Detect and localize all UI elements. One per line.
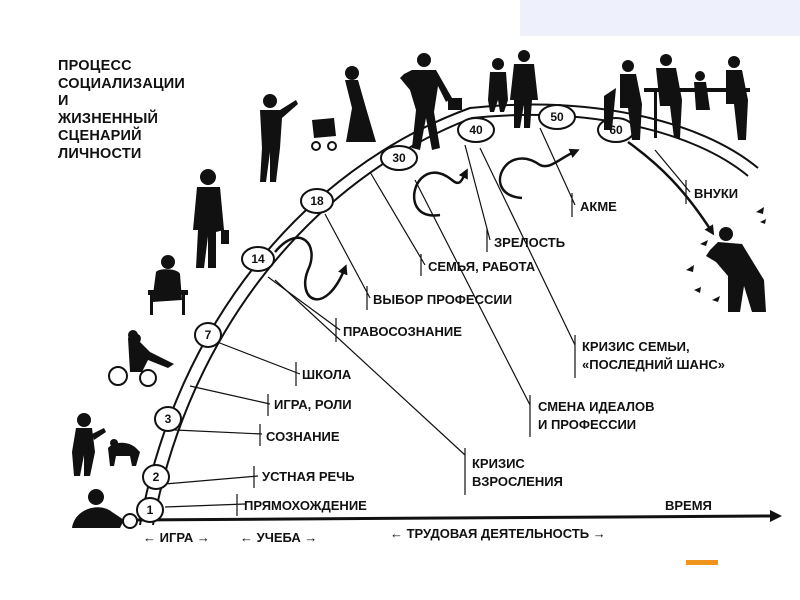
age-label: 18 [310, 194, 324, 208]
title-line: ПРОЦЕСС [58, 58, 132, 74]
age-marker: 14 [241, 246, 275, 272]
crisis-labels: КРИЗИС ВЗРОСЛЕНИЯ СМЕНА ИДЕАЛОВ И ПРОФЕС… [472, 339, 725, 489]
age-label: 2 [153, 470, 160, 484]
crisis-label: КРИЗИС СЕМЬИ, [582, 339, 690, 354]
accent-dash [686, 560, 718, 565]
loop-arrow [412, 168, 468, 217]
age-label: 7 [205, 328, 212, 342]
crisis-label: «ПОСЛЕДНИЙ ШАНС» [582, 357, 725, 372]
loop-arrow [498, 148, 580, 200]
title-line: СЦЕНАРИЙ [58, 128, 142, 144]
stage-label: СЕМЬЯ, РАБОТА [428, 259, 536, 274]
mother-with-stroller-silhouette [311, 66, 376, 151]
age-label: 40 [469, 123, 483, 137]
stage-label: АКМЕ [580, 199, 617, 214]
age-marker: 40 [457, 117, 495, 143]
stage-label: СОЗНАНИЕ [266, 429, 340, 444]
stage-label: ПРАВОСОЗНАНИЕ [343, 324, 462, 339]
age-markers: 1 2 3 7 14 18 30 40 50 60 [136, 104, 635, 523]
age-marker: 3 [154, 406, 182, 432]
crisis-label: СМЕНА ИДЕАЛОВ [538, 399, 655, 414]
couple-silhouette [488, 50, 538, 128]
crisis-loops [274, 140, 715, 301]
leader-lines [164, 127, 691, 516]
teenager-silhouette [193, 169, 229, 268]
businessman-running-silhouette [400, 53, 462, 150]
age-label: 14 [251, 252, 265, 266]
stage-label: ШКОЛА [302, 367, 352, 382]
loop-arrow [627, 140, 715, 236]
age-marker: 7 [194, 322, 222, 348]
age-label: 1 [147, 503, 154, 517]
period-play: ← ИГРА → [143, 530, 210, 545]
age-marker: 30 [380, 145, 418, 171]
title-line: И [58, 93, 69, 109]
crisis-label: И ПРОФЕССИИ [538, 417, 636, 432]
period-work: ← ТРУДОВАЯ ДЕЯТЕЛЬНОСТЬ → [390, 526, 606, 541]
age-marker: 2 [142, 464, 170, 490]
baby-silhouette [72, 489, 138, 529]
age-label: 30 [392, 151, 406, 165]
time-axis-arrowhead [770, 510, 782, 522]
age-marker: 60 [597, 117, 635, 143]
title-line: СОЦИАЛИЗАЦИИ [58, 75, 186, 92]
stage-labels: ПРЯМОХОЖДЕНИЕ УСТНАЯ РЕЧЬ СОЗНАНИЕ ИГРА,… [244, 186, 738, 513]
time-axis-label: ВРЕМЯ [665, 498, 712, 513]
life-arc-inner [152, 114, 749, 526]
loop-arrow [274, 236, 348, 301]
stage-label: ВЫБОР ПРОФЕССИИ [373, 292, 512, 307]
title-line: ЛИЧНОСТИ [58, 145, 142, 162]
stage-label: ПРЯМОХОЖДЕНИЕ [244, 498, 367, 513]
student-at-desk-silhouette [148, 255, 188, 315]
age-label: 60 [609, 123, 623, 137]
family-at-table-silhouette [604, 54, 750, 140]
crisis-label: КРИЗИС [472, 456, 525, 471]
age-marker: 50 [538, 104, 576, 130]
age-label: 50 [550, 110, 564, 124]
crisis-label: ВЗРОСЛЕНИЯ [472, 474, 563, 489]
stage-label: УСТНАЯ РЕЧЬ [262, 469, 355, 484]
stage-label: ВНУКИ [694, 186, 738, 201]
grandparent-feeding-birds-silhouette [686, 207, 766, 312]
time-axis [129, 514, 771, 522]
stage-label: ЗРЕЛОСТЬ [494, 235, 565, 250]
child-on-bike-silhouette [108, 330, 174, 387]
corner-decoration [520, 0, 800, 36]
life-arc-outer [139, 103, 759, 526]
age-marker: 18 [300, 188, 334, 214]
age-label: 3 [165, 412, 172, 426]
stage-label: ИГРА, РОЛИ [274, 397, 352, 412]
diagram-title: ПРОЦЕСС СОЦИАЛИЗАЦИИ И ЖИЗНЕННЫЙ СЦЕНАРИ… [58, 58, 185, 163]
age-marker: 1 [136, 497, 164, 523]
title-line: ЖИЗНЕННЫЙ [58, 110, 159, 127]
period-study: ← УЧЕБА → [240, 530, 317, 545]
toddler-and-dog-silhouette [72, 413, 140, 476]
police-officer-silhouette [260, 94, 298, 182]
